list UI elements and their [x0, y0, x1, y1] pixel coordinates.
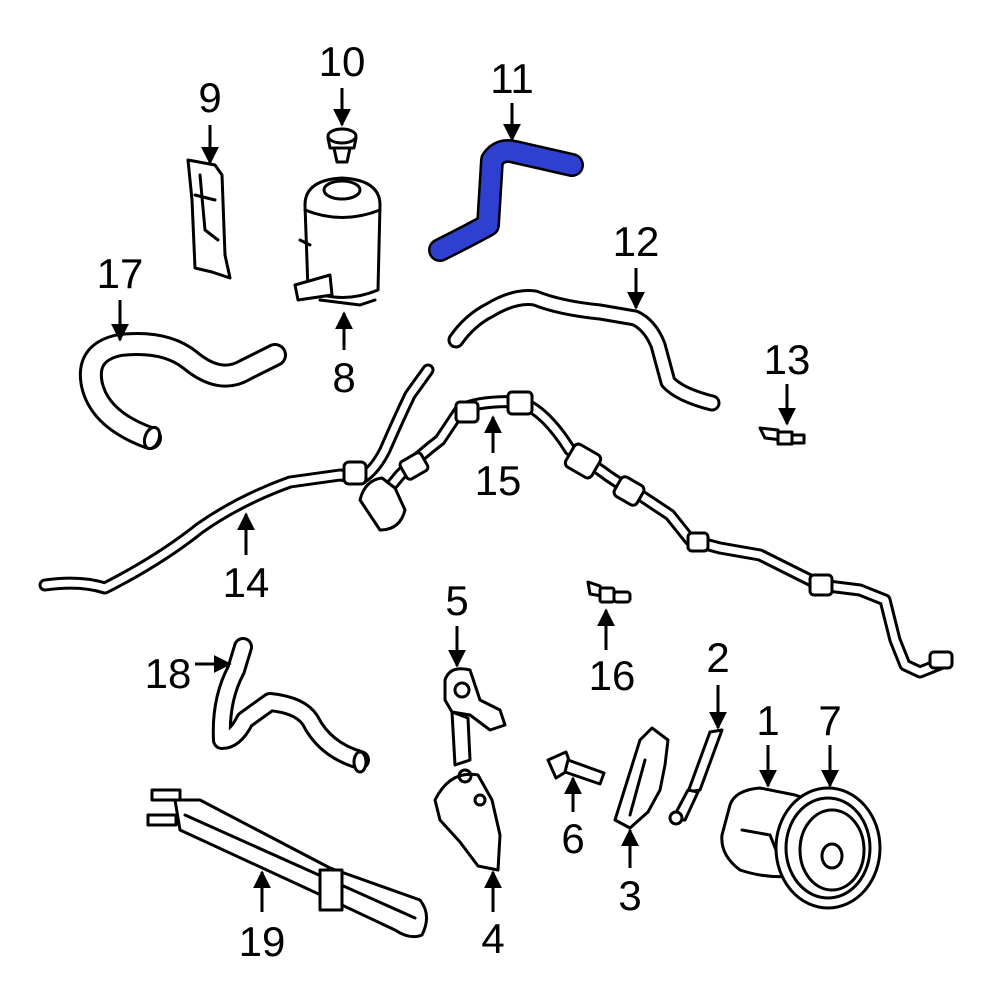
part-3-bracket[interactable]	[613, 726, 670, 830]
callout-6-label: 6	[561, 815, 584, 862]
callout-16[interactable]: 16	[589, 608, 636, 699]
callout-13[interactable]: 13	[764, 336, 811, 426]
callout-6[interactable]: 6	[561, 776, 585, 862]
part-5-bracket[interactable]	[443, 667, 507, 767]
callout-1[interactable]: 1	[756, 697, 780, 788]
part-2-rod[interactable]	[668, 728, 724, 826]
callout-4-label: 4	[481, 915, 504, 962]
callout-11[interactable]: 11	[490, 55, 534, 142]
callout-14[interactable]: 14	[223, 512, 270, 606]
callout-8[interactable]: 8	[332, 311, 356, 401]
callout-2[interactable]: 2	[706, 634, 730, 730]
callout-10-label: 10	[319, 38, 366, 85]
callout-1-label: 1	[756, 697, 779, 744]
part-14-pipe[interactable]	[38, 363, 435, 595]
callout-3[interactable]: 3	[618, 828, 642, 919]
part-19-cooler[interactable]	[146, 788, 428, 939]
callout-8-label: 8	[332, 354, 355, 401]
part-9-bracket[interactable]	[186, 158, 232, 280]
callout-13-label: 13	[764, 336, 811, 383]
callout-18[interactable]: 18	[145, 650, 232, 697]
callout-10[interactable]: 10	[319, 38, 366, 127]
callout-14-label: 14	[223, 559, 270, 606]
part-16-valve[interactable]	[586, 580, 632, 604]
callout-17[interactable]: 17	[97, 250, 144, 342]
callout-16-label: 16	[589, 652, 636, 699]
callout-15[interactable]: 15	[475, 415, 522, 504]
callout-15-label: 15	[475, 457, 522, 504]
part-12-hose[interactable]	[447, 289, 721, 412]
callout-3-label: 3	[618, 872, 641, 919]
callout-12[interactable]: 12	[613, 218, 660, 310]
part-18-hose[interactable]	[211, 637, 370, 774]
callout-5-label: 5	[445, 577, 468, 624]
part-7-pulley[interactable]	[774, 786, 882, 910]
callout-7[interactable]: 7	[818, 697, 842, 788]
part-6-bolt[interactable]	[546, 750, 606, 786]
callout-18-label: 18	[145, 650, 192, 697]
part-15-pressure-line[interactable]	[358, 390, 954, 679]
callout-17-label: 17	[97, 250, 144, 297]
part-13-fitting[interactable]	[758, 426, 806, 446]
part-11-hose[interactable]	[428, 139, 584, 262]
callout-12-label: 12	[613, 218, 660, 265]
callout-4[interactable]: 4	[481, 870, 505, 962]
callout-19[interactable]: 19	[239, 870, 286, 965]
callout-9-label: 9	[198, 74, 221, 121]
part-8-reservoir[interactable]	[293, 176, 382, 307]
part-4-bracket[interactable]	[433, 768, 502, 872]
callout-19-label: 19	[239, 918, 286, 965]
callout-7-label: 7	[818, 697, 841, 744]
part-10-cap[interactable]	[326, 127, 358, 164]
callout-9[interactable]: 9	[198, 74, 222, 165]
callout-5[interactable]: 5	[445, 577, 469, 668]
part-17-hose[interactable]	[78, 332, 287, 451]
callout-2-label: 2	[706, 634, 729, 681]
callout-11-label: 11	[490, 55, 534, 102]
